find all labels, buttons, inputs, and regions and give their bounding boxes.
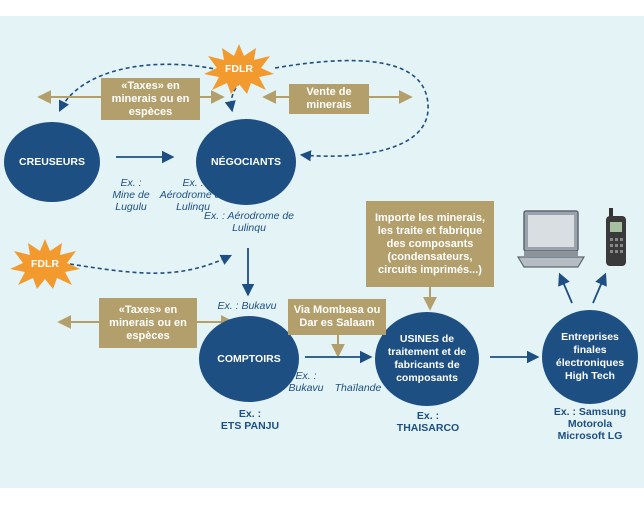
- laptop-icon: [516, 210, 586, 268]
- node-usines: USINES de traitement et de fabricants de…: [375, 312, 479, 406]
- mobile-phone-icon: [606, 208, 626, 266]
- example-thailande: Thaïlande: [334, 382, 382, 394]
- fdlr-burst-bottom: FDLR: [10, 239, 80, 289]
- box-importe: Importe les minerais, les traite et fabr…: [366, 201, 494, 287]
- example-entreprises: Ex. : Samsung Motorola Microsoft LG: [553, 406, 627, 442]
- example-usines: THAISARCO: [396, 422, 460, 434]
- fdlr-label: FDLR: [225, 63, 253, 75]
- example-bukavu2: Ex. : Bukavu: [288, 370, 324, 394]
- fdlr-burst-top: FDLR: [204, 44, 274, 94]
- example-bukavu1: Ex. : Bukavu: [217, 300, 277, 312]
- example-comptoirs: ETS PANJU: [220, 420, 280, 432]
- node-comptoirs: COMPTOIRS: [199, 316, 299, 402]
- box-via: Via Mombasa ou Dar es Salaam: [288, 299, 386, 335]
- fdlr-loop-right-arrow: [274, 59, 429, 162]
- to-laptop-arrow: [558, 272, 573, 304]
- fdlr-loop-left-arrow: [58, 63, 221, 113]
- example-aero1: Aérodrome de Lulinqu: [159, 189, 227, 213]
- fdlr-loop-bottom-arrow: [69, 254, 233, 274]
- box-taxes-top: «Taxes» en minerais ou en espèces: [101, 78, 200, 120]
- node-negociants: NÉGOCIANTS: [196, 119, 296, 205]
- box-vente: Vente de minerais: [289, 84, 369, 114]
- example-mine: Mine de Lugulu: [112, 189, 150, 213]
- to-phone-arrow: [592, 272, 607, 304]
- fdlr-label: FDLR: [31, 258, 59, 270]
- example-aero2: Ex. : Aérodrome de Lulinqu: [203, 210, 295, 234]
- example-aero1-label: Ex. :: [182, 177, 204, 189]
- example-comptoirs-label: Ex. :: [238, 408, 262, 420]
- box-taxes-bottom: «Taxes» en minerais ou en espèces: [99, 298, 197, 348]
- node-creuseurs: CREUSEURS: [4, 122, 100, 202]
- example-usines-label: Ex. :: [416, 410, 440, 422]
- example-mine-label: Ex. :: [120, 177, 142, 189]
- node-entreprises: Entreprises finales électroniques High T…: [542, 310, 638, 404]
